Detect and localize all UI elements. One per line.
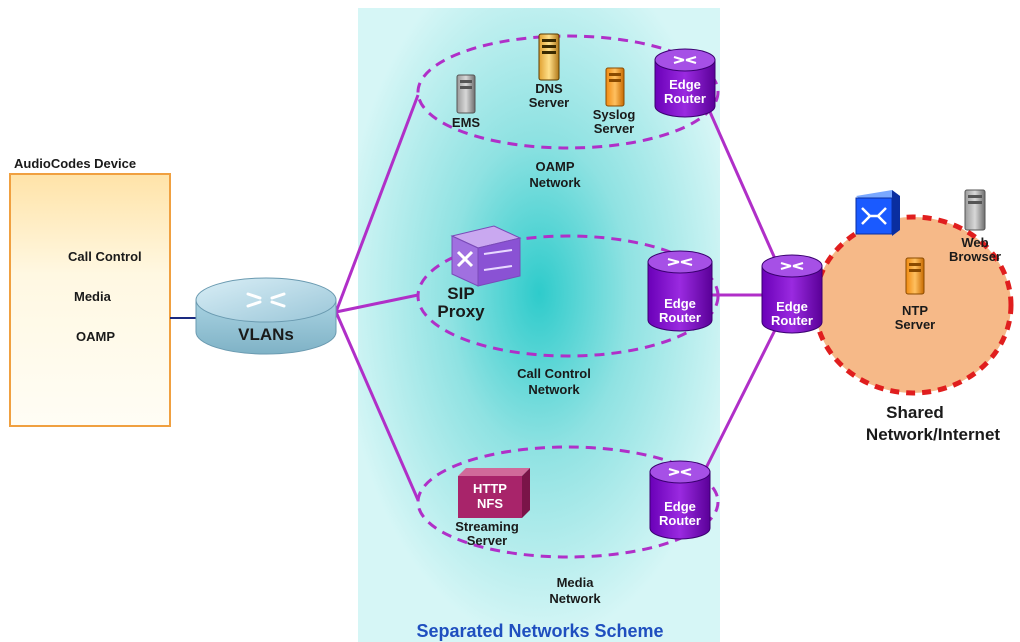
edge-router-shared-label-1: Edge xyxy=(776,299,808,314)
media-network-ellipse xyxy=(416,445,720,559)
shared-network-label-1: Shared xyxy=(886,403,944,422)
streaming-label-2: Server xyxy=(466,533,508,548)
device-item-oamp: OAMP xyxy=(76,329,115,344)
device-item-media: Media xyxy=(74,289,111,304)
call-control-network-label-1: Call Control xyxy=(517,366,591,381)
streaming-box-label-1: HTTP xyxy=(473,481,507,496)
oamp-network-label-1: OAMP xyxy=(535,159,575,174)
audiocodes-device-box xyxy=(9,173,171,427)
dns-label-2: Server xyxy=(528,95,570,110)
edge-router-media-icon xyxy=(649,460,711,540)
sip-proxy-icon xyxy=(450,225,522,287)
device-title: AudioCodes Device xyxy=(14,156,137,171)
edge-router-cc-label-2: Router xyxy=(659,310,701,325)
ntp-label-1: NTP xyxy=(902,303,928,318)
edge-router-oamp-label-2: Router xyxy=(664,91,706,106)
dns-label-1: DNS xyxy=(535,81,563,96)
edge-router-shared-icon xyxy=(761,254,823,334)
vlan-links xyxy=(334,94,420,501)
oamp-network-label-2: Network xyxy=(529,175,581,190)
vlan-label: VLANs xyxy=(238,325,294,344)
ems-label: EMS xyxy=(451,115,481,130)
edge-router-oamp-label-1: Edge xyxy=(669,77,701,92)
edge-router-cc-label-1: Edge xyxy=(664,296,696,311)
ntp-label-2: Server xyxy=(894,317,936,332)
syslog-label-1: Syslog xyxy=(592,107,636,122)
scheme-title: Separated Networks Scheme xyxy=(416,621,664,641)
edge-router-call-control-icon xyxy=(647,250,713,332)
edge-router-oamp-icon xyxy=(654,48,716,118)
call-control-network-ellipse xyxy=(416,234,720,358)
sip-label-2: Proxy xyxy=(437,302,485,321)
ntp-server-icon xyxy=(905,257,925,295)
streaming-label-1: Streaming xyxy=(455,519,519,534)
edge-router-shared-label-2: Router xyxy=(771,313,813,328)
edge-router-media-label-2: Router xyxy=(659,513,701,528)
shared-switch-icon xyxy=(855,190,900,236)
call-control-network-label-2: Network xyxy=(528,382,580,397)
media-network-label-1: Media xyxy=(556,575,594,590)
edge-router-media-label-1: Edge xyxy=(664,499,696,514)
syslog-server-icon xyxy=(605,67,625,107)
ems-server-icon xyxy=(456,74,476,114)
shared-network-label-2: Network/Internet xyxy=(865,425,1001,444)
oamp-network-ellipse xyxy=(416,34,720,150)
streaming-box-label-2: NFS xyxy=(477,496,503,511)
vlan-switch-icon xyxy=(195,277,337,355)
sip-label-1: SIP xyxy=(447,284,475,303)
device-item-call-control: Call Control xyxy=(68,249,142,264)
web-browser-label-1: Web xyxy=(961,235,989,250)
syslog-label-2: Server xyxy=(593,121,635,136)
web-browser-icon xyxy=(964,189,986,231)
streaming-server-icon xyxy=(458,468,530,518)
web-browser-label-2: Browser xyxy=(948,249,1002,264)
media-network-label-2: Network xyxy=(549,591,601,606)
dns-server-icon xyxy=(538,33,560,81)
uplink-links xyxy=(703,111,782,471)
